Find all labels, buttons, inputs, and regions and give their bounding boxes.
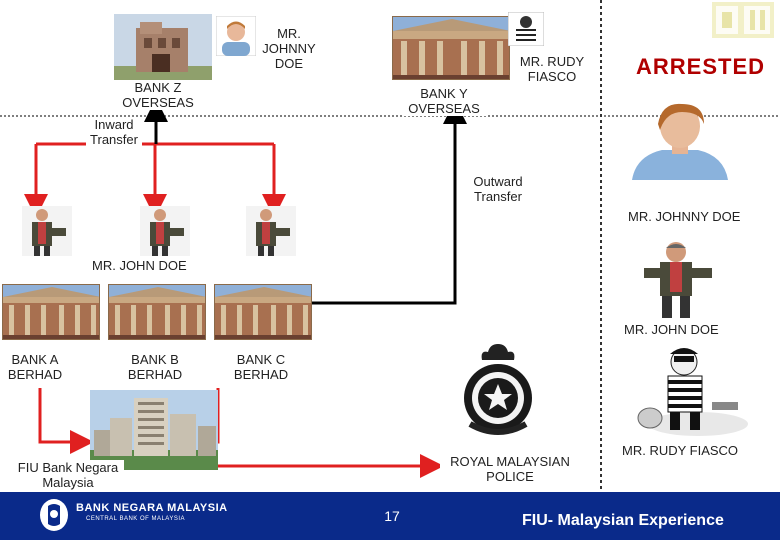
- label-outward-transfer: Outward Transfer: [470, 174, 526, 204]
- label-bank-a: BANK A BERHAD: [4, 352, 66, 382]
- label-johnny-right: MR. JOHNNY DOE: [628, 209, 740, 224]
- label-john-mid: MR. JOHN DOE: [92, 258, 187, 273]
- label-john-right: MR. JOHN DOE: [624, 322, 719, 337]
- footer-bnm-name: BANK NEGARA MALAYSIA: [76, 502, 228, 514]
- label-bank-c: BANK C BERHAD: [230, 352, 292, 382]
- john-doe-figure-3-icon: [246, 206, 296, 256]
- label-police: ROYAL MALAYSIAN POLICE: [440, 454, 580, 484]
- arrested-title: ARRESTED: [636, 54, 765, 80]
- john-doe-arrested-icon: [636, 240, 720, 318]
- label-fiu: FIU Bank Negara Malaysia: [12, 460, 124, 490]
- outward-arrow: [276, 112, 455, 303]
- label-rudy-right: MR. RUDY FIASCO: [622, 443, 738, 458]
- bank-y-building-icon: [392, 16, 510, 80]
- footer-bnm-sub: CENTRAL BANK OF MALAYSIA: [86, 516, 185, 522]
- rudy-fiasco-arrested-icon: [628, 342, 748, 438]
- page-number: 17: [380, 508, 404, 524]
- footer-bar: BANK NEGARA MALAYSIA CENTRAL BANK OF MAL…: [0, 492, 780, 540]
- footer-caption: FIU- Malaysian Experience: [522, 512, 724, 530]
- label-johnny-top: MR. JOHNNY DOE: [258, 26, 320, 71]
- johnny-doe-arrested-icon: [622, 100, 738, 180]
- johnny-doe-small-icon: [216, 16, 256, 56]
- john-doe-figure-2-icon: [140, 206, 190, 256]
- rudy-fiasco-small-icon: [508, 12, 544, 46]
- bank-z-building-icon: [114, 14, 212, 80]
- label-bank-z: BANK Z OVERSEAS: [110, 80, 206, 110]
- bank-negara-building-icon: [90, 390, 218, 470]
- bank-negara-logo-icon: [38, 498, 70, 532]
- label-bank-y: BANK Y OVERSEAS: [402, 86, 486, 116]
- bank-b-building-icon: [108, 284, 206, 340]
- label-rudy-top: MR. RUDY FIASCO: [514, 54, 590, 84]
- police-crest-icon: [456, 340, 540, 436]
- john-doe-figure-1-icon: [22, 206, 72, 256]
- label-bank-b: BANK B BERHAD: [124, 352, 186, 382]
- bank-c-building-icon: [214, 284, 312, 340]
- inward-distribution-arrows: [36, 144, 274, 206]
- bank-a-building-icon: [2, 284, 100, 340]
- label-inward-transfer: Inward Transfer: [86, 117, 142, 147]
